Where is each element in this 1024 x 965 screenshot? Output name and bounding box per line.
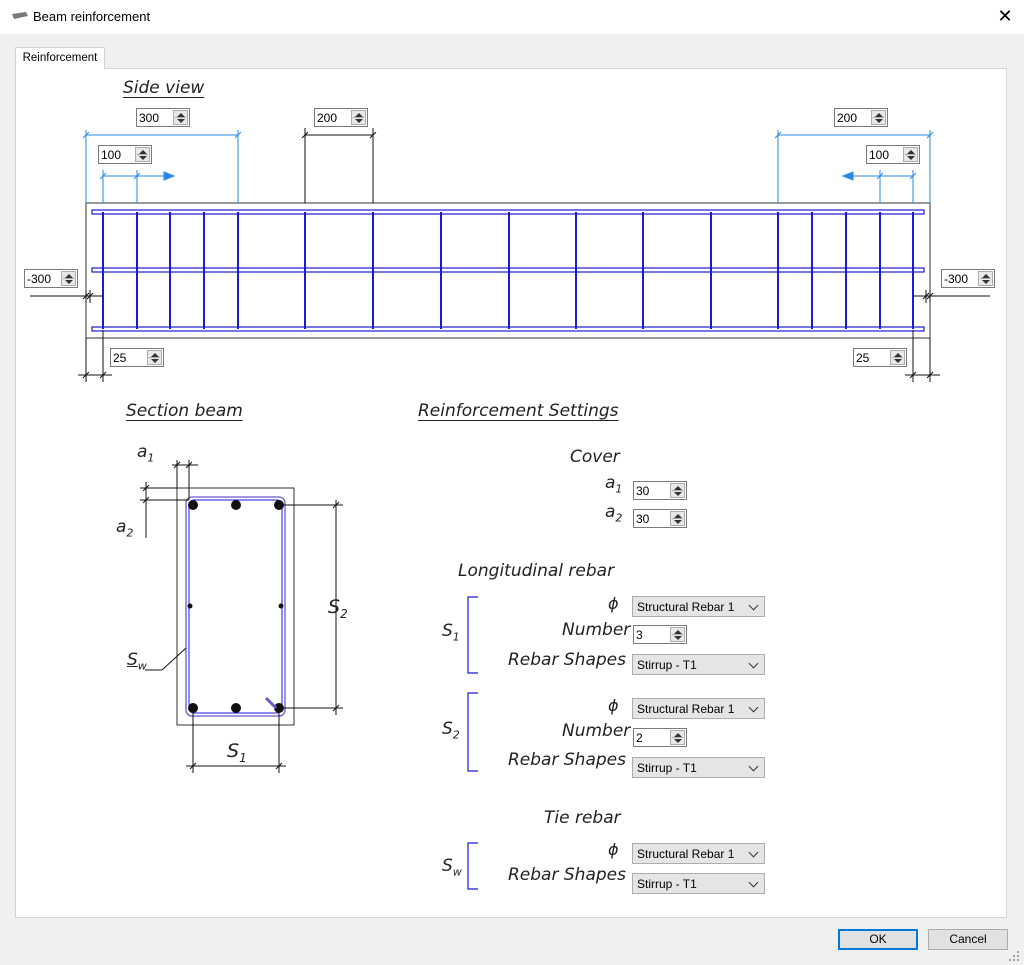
section-drawing (140, 460, 343, 773)
chevron-down-icon (748, 600, 759, 611)
stepper-buttons[interactable] (890, 350, 905, 365)
right-offset-input[interactable] (944, 271, 974, 286)
longitudinal-rebar-label: Longitudinal rebar (458, 561, 615, 581)
s2-group-label: S2 (442, 719, 460, 742)
section-a2-label: a2 (116, 517, 134, 540)
s2-shapes-select[interactable]: Stirrup - T1 (632, 757, 765, 778)
section-beam-title: Section beam (126, 401, 243, 421)
side-view-drawing (30, 128, 990, 382)
s2-phi-label: ϕ (608, 696, 619, 715)
left-spacing-stepper[interactable] (98, 145, 152, 164)
s2-number-input[interactable] (636, 730, 666, 745)
close-icon[interactable]: ✕ (997, 6, 1013, 26)
s2-bracket (467, 692, 478, 772)
beam-app-icon (12, 12, 28, 19)
stepper-buttons[interactable] (978, 271, 993, 286)
tie-shapes-label: Rebar Shapes (508, 865, 626, 885)
s1-phi-select[interactable]: Structural Rebar 1 (632, 596, 765, 617)
right-spacing-input[interactable] (869, 147, 899, 162)
left-end-cover-input[interactable] (113, 350, 143, 365)
tie-shapes-select[interactable]: Stirrup - T1 (632, 873, 765, 894)
chevron-down-icon (748, 702, 759, 713)
ok-button[interactable]: OK (838, 929, 918, 950)
stepper-buttons[interactable] (670, 730, 685, 745)
resize-grip-icon[interactable] (1008, 950, 1020, 962)
stepper-buttons[interactable] (351, 110, 366, 125)
stepper-buttons[interactable] (871, 110, 886, 125)
s1-group-label: S1 (442, 621, 460, 644)
middle-spacing-stepper[interactable] (314, 108, 368, 127)
stepper-buttons[interactable] (670, 627, 685, 642)
left-zone-length-input[interactable] (139, 110, 169, 125)
cover-a2-stepper[interactable] (633, 509, 687, 528)
right-end-cover-stepper[interactable] (853, 348, 907, 367)
stepper-buttons[interactable] (173, 110, 188, 125)
s2-phi-select[interactable]: Structural Rebar 1 (632, 698, 765, 719)
section-s1-label: S1 (227, 740, 247, 765)
right-zone-length-stepper[interactable] (834, 108, 888, 127)
cover-a1-label: a1 (605, 473, 623, 496)
tie-rebar-label: Tie rebar (544, 808, 621, 828)
tab-reinforcement[interactable]: Reinforcement (15, 47, 105, 69)
right-zone-length-input[interactable] (837, 110, 867, 125)
title-bar (0, 0, 1024, 34)
cover-label: Cover (570, 447, 620, 467)
tie-phi-label: ϕ (608, 840, 619, 859)
side-view-title: Side view (123, 78, 205, 98)
stepper-buttons[interactable] (61, 271, 76, 286)
stepper-buttons[interactable] (903, 147, 918, 162)
cover-a1-input[interactable] (636, 483, 666, 498)
chevron-down-icon (748, 658, 759, 669)
section-s2-label: S2 (328, 596, 348, 621)
s1-bracket (467, 596, 478, 674)
middle-spacing-input[interactable] (317, 110, 347, 125)
s2-number-stepper[interactable] (633, 728, 687, 747)
cancel-button[interactable]: Cancel (928, 929, 1008, 950)
chevron-down-icon (748, 761, 759, 772)
stepper-buttons[interactable] (670, 483, 685, 498)
s1-shapes-select[interactable]: Stirrup - T1 (632, 654, 765, 675)
cover-a1-stepper[interactable] (633, 481, 687, 500)
right-end-cover-input[interactable] (856, 350, 886, 365)
left-zone-length-stepper[interactable] (136, 108, 190, 127)
sw-bracket (467, 842, 478, 890)
left-spacing-input[interactable] (101, 147, 131, 162)
section-sw-label: Sw (127, 650, 147, 673)
sw-group-label: Sw (442, 856, 462, 879)
reinforcement-settings-title: Reinforcement Settings (418, 401, 619, 421)
stepper-buttons[interactable] (670, 511, 685, 526)
left-offset-stepper[interactable] (24, 269, 78, 288)
s1-number-label: Number (562, 620, 631, 640)
stepper-buttons[interactable] (135, 147, 150, 162)
right-offset-stepper[interactable] (941, 269, 995, 288)
chevron-down-icon (748, 877, 759, 888)
s2-number-label: Number (562, 721, 631, 741)
right-spacing-stepper[interactable] (866, 145, 920, 164)
section-a1-label: a1 (137, 442, 155, 465)
left-end-cover-stepper[interactable] (110, 348, 164, 367)
window-title: Beam reinforcement (33, 9, 151, 24)
left-offset-input[interactable] (27, 271, 57, 286)
s1-number-input[interactable] (636, 627, 666, 642)
s1-shapes-label: Rebar Shapes (508, 650, 626, 670)
s1-phi-label: ϕ (608, 594, 619, 613)
stepper-buttons[interactable] (147, 350, 162, 365)
tie-phi-select[interactable]: Structural Rebar 1 (632, 843, 765, 864)
s2-shapes-label: Rebar Shapes (508, 750, 626, 770)
s1-number-stepper[interactable] (633, 625, 687, 644)
cover-a2-label: a2 (605, 502, 623, 525)
cover-a2-input[interactable] (636, 511, 666, 526)
chevron-down-icon (748, 847, 759, 858)
